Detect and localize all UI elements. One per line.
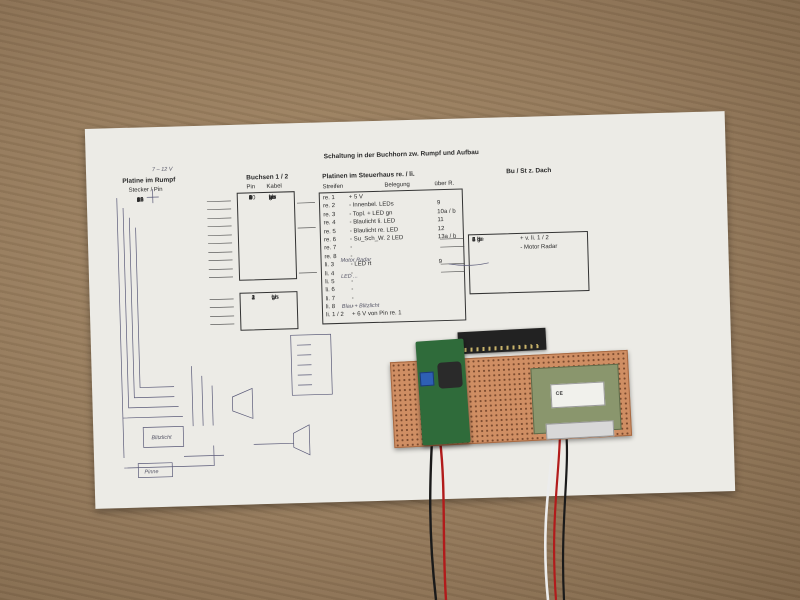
trim-potentiometer [419,371,435,387]
sheet-drawing [116,189,489,479]
voltage-regulator-module [415,338,471,446]
receiver-label-text: CE [555,390,564,398]
receiver-label: CE [550,381,606,409]
pen-wiring [116,189,489,479]
inductor [437,361,463,389]
schematic-sheet: Schaltung in der Buchhorn zw. Rumpf und … [84,111,736,509]
pin-header-connector [457,327,547,355]
arrow-set [206,200,465,325]
